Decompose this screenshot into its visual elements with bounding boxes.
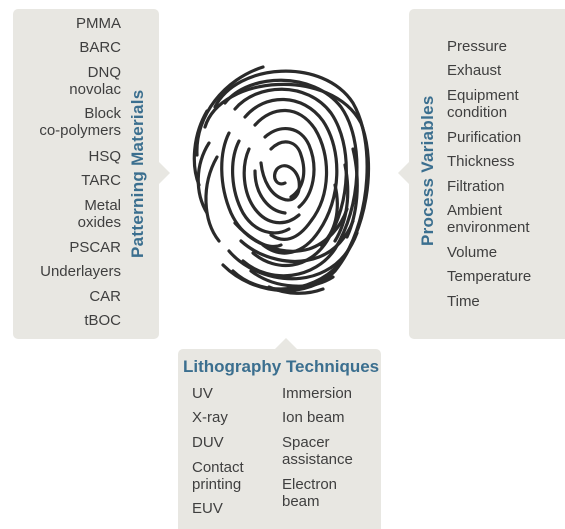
process-variables-panel [409, 9, 565, 339]
technique-item: UV [192, 385, 213, 402]
fingerprint-ridges [192, 65, 371, 295]
variable-item: Temperature [447, 268, 532, 285]
material-item: CAR [89, 288, 121, 305]
variable-item: Purification [447, 129, 522, 146]
patterning-materials-heading: Patterning Materials [128, 89, 147, 259]
technique-item: Electron beam [282, 476, 338, 510]
technique-item: EUV [192, 500, 223, 517]
material-item: Block co-polymers [39, 105, 121, 139]
patterning-materials-list: PMMA BARC DNQ novolac Block co-polymers … [0, 0, 121, 340]
variable-item: Ambient environment [447, 202, 530, 236]
variable-item: Thickness [447, 153, 515, 170]
technique-item: Contact printing [192, 459, 244, 493]
variable-item: Volume [447, 244, 498, 261]
technique-item: DUV [192, 434, 224, 451]
material-item: Metal oxides [77, 197, 121, 231]
technique-item: Ion beam [282, 409, 345, 426]
variable-item: Equipment condition [447, 87, 519, 121]
material-item: tBOC [84, 312, 121, 329]
variable-item: Filtration [447, 178, 505, 195]
lithography-techniques-pointer [275, 338, 297, 349]
variable-item: Pressure [447, 38, 508, 55]
lithography-techniques-panel [178, 349, 381, 529]
material-item: PMMA [76, 15, 121, 32]
process-variables-heading: Process Variables [418, 95, 437, 246]
fingerprint-icon [192, 65, 371, 295]
lithography-techniques-heading: Lithography Techniques [183, 357, 380, 376]
material-item: DNQ novolac [69, 64, 121, 98]
process-variables-pointer [398, 162, 409, 184]
material-item: HSQ [88, 148, 121, 165]
technique-item: Spacer assistance [282, 434, 353, 468]
variable-item: Exhaust [447, 62, 502, 79]
material-item: TARC [81, 172, 121, 189]
material-item: BARC [79, 39, 121, 56]
material-item: Underlayers [40, 263, 121, 280]
patterning-materials-pointer [159, 162, 170, 184]
variable-item: Time [447, 293, 480, 310]
material-item: PSCAR [69, 239, 121, 256]
patterning-materials-panel [13, 9, 159, 339]
technique-item: Immersion [282, 385, 353, 402]
technique-item: X-ray [192, 409, 228, 426]
